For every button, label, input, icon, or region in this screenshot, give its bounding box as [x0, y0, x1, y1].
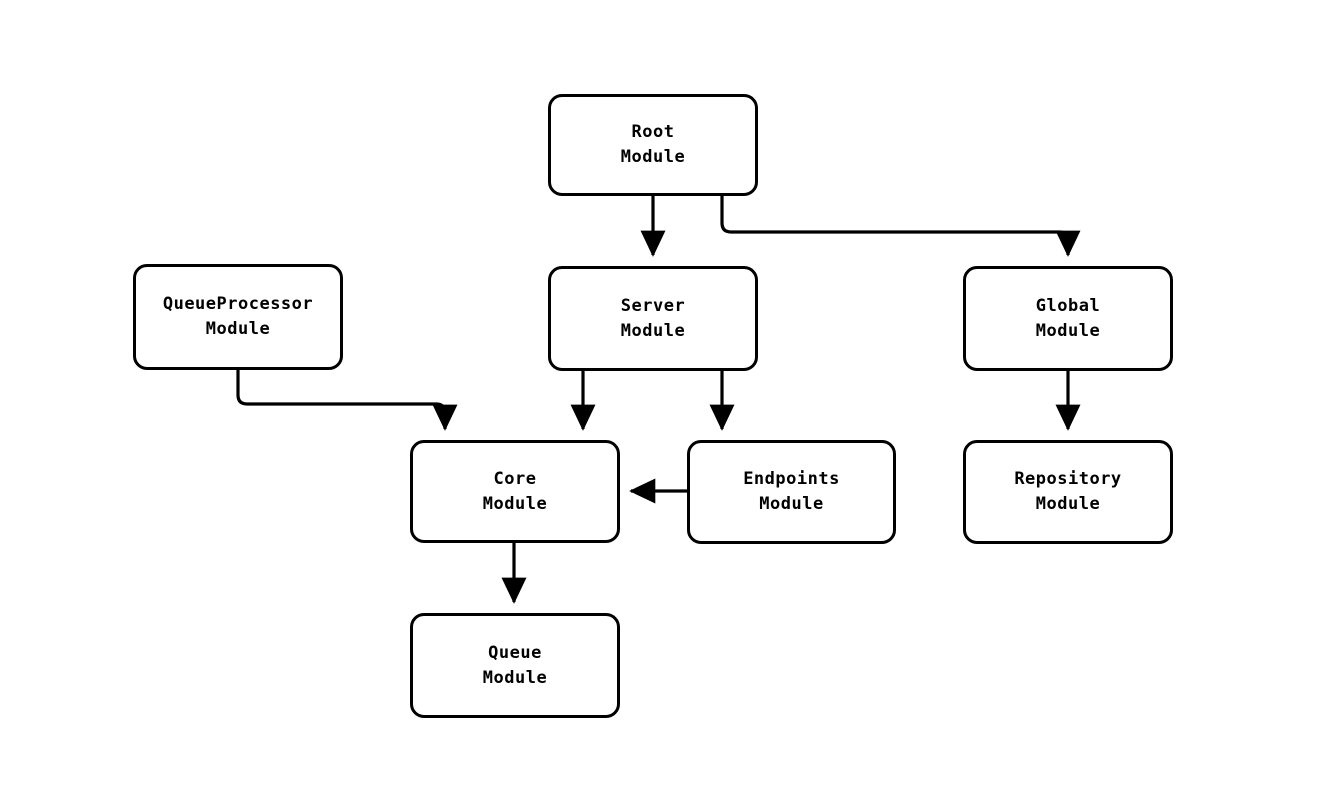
- node-label-secondary: Module: [205, 319, 271, 339]
- node-label-secondary: Module: [759, 494, 824, 514]
- node-label-secondary: Module: [1035, 320, 1101, 341]
- edge-root-global: [720, 196, 1081, 257]
- node-label-primary: Endpoints: [743, 469, 840, 490]
- node-label-primary: QueueProcessor: [162, 294, 314, 315]
- node-label-primary: Repository: [1014, 469, 1122, 490]
- node-label-secondary: Module: [620, 147, 686, 167]
- node-label-primary: Queue: [488, 642, 542, 663]
- node-label-primary: Root: [631, 122, 675, 143]
- node-label-secondary: Module: [482, 493, 548, 514]
- edge-queueprocessor-core: [236, 370, 458, 431]
- node-label-primary: Server: [620, 295, 686, 316]
- node-label-primary: Global: [1035, 295, 1101, 316]
- node-label-secondary: Module: [1035, 494, 1101, 514]
- node-label-secondary: Module: [620, 320, 686, 341]
- node-label-secondary: Module: [482, 667, 548, 688]
- node-label-primary: Core: [493, 468, 537, 489]
